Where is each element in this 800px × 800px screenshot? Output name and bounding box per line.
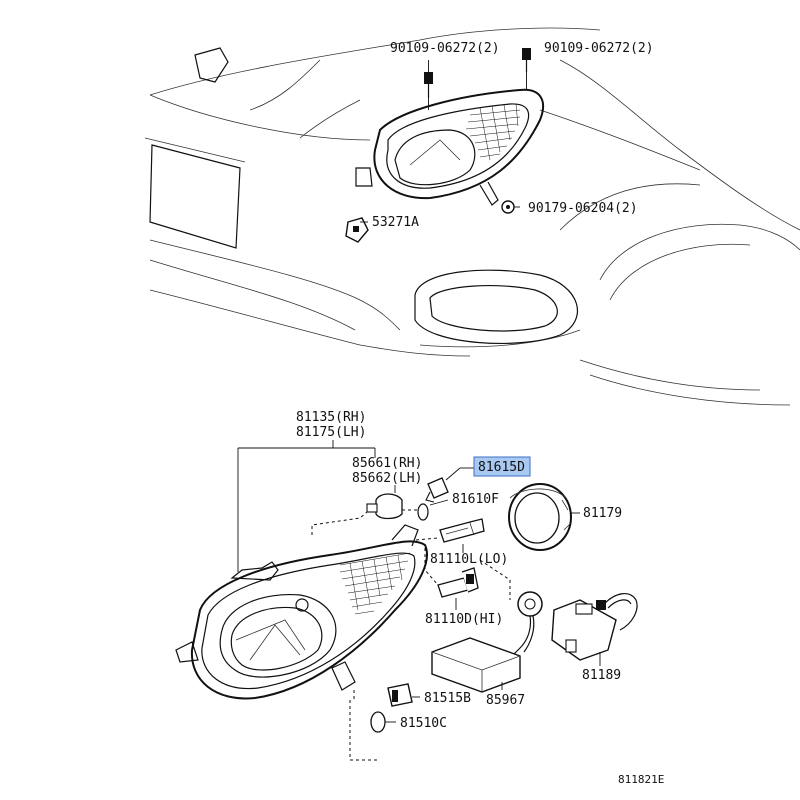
socket-icon — [366, 485, 403, 520]
unit-leader-bracket — [237, 440, 376, 572]
unit-rh-label: 81135(RH) — [296, 410, 366, 425]
computer-label: 85967 — [486, 693, 525, 708]
igniter-connector-icon — [513, 591, 543, 655]
nut-label: 90179-06204(2) — [528, 201, 638, 216]
cap-label: 81179 — [583, 506, 622, 521]
side-socket-label: 81515B — [424, 691, 471, 706]
bulb-hi-icon — [437, 567, 479, 610]
nut-icon — [501, 200, 520, 214]
bulb-hi-label: 81110D(HI) — [425, 612, 503, 627]
clip-label: 53271A — [372, 215, 419, 230]
side-socket-icon — [387, 683, 420, 707]
bulb-highlighted-icon — [425, 467, 474, 503]
bulb-small-icon — [417, 499, 449, 521]
headlamp-unit — [175, 524, 428, 700]
leveling-motor-icon — [551, 593, 638, 666]
bulb-lo-label: 81110L(LO) — [430, 552, 508, 567]
side-bulb-label: 81510C — [400, 716, 447, 731]
leveling-motor-label: 81189 — [582, 668, 621, 683]
bolt-left-icon — [424, 60, 433, 110]
unit-lh-label: 81175(LH) — [296, 425, 366, 440]
figure-code: 811821E — [618, 773, 664, 786]
headlamp-on-vehicle — [355, 88, 545, 206]
bolt-right-icon — [522, 48, 531, 90]
bulb-highlighted-label[interactable]: 81615D — [478, 460, 525, 475]
bolt-left-label: 90109-06272(2) — [390, 41, 500, 56]
cap-icon — [508, 483, 580, 551]
socket-lh-label: 85662(LH) — [352, 471, 422, 486]
computer-module-icon — [431, 637, 521, 693]
highlight-box — [473, 456, 531, 477]
vehicle-front-illustration — [144, 27, 800, 406]
bulb-small-label: 81610F — [452, 492, 499, 507]
side-bulb-icon — [370, 711, 396, 733]
assembly-guide-lines — [311, 509, 511, 761]
clip-icon — [345, 217, 369, 243]
bulb-lo-icon — [439, 518, 485, 553]
bolt-right-label: 90109-06272(2) — [544, 41, 654, 56]
socket-rh-label: 85661(RH) — [352, 456, 422, 471]
